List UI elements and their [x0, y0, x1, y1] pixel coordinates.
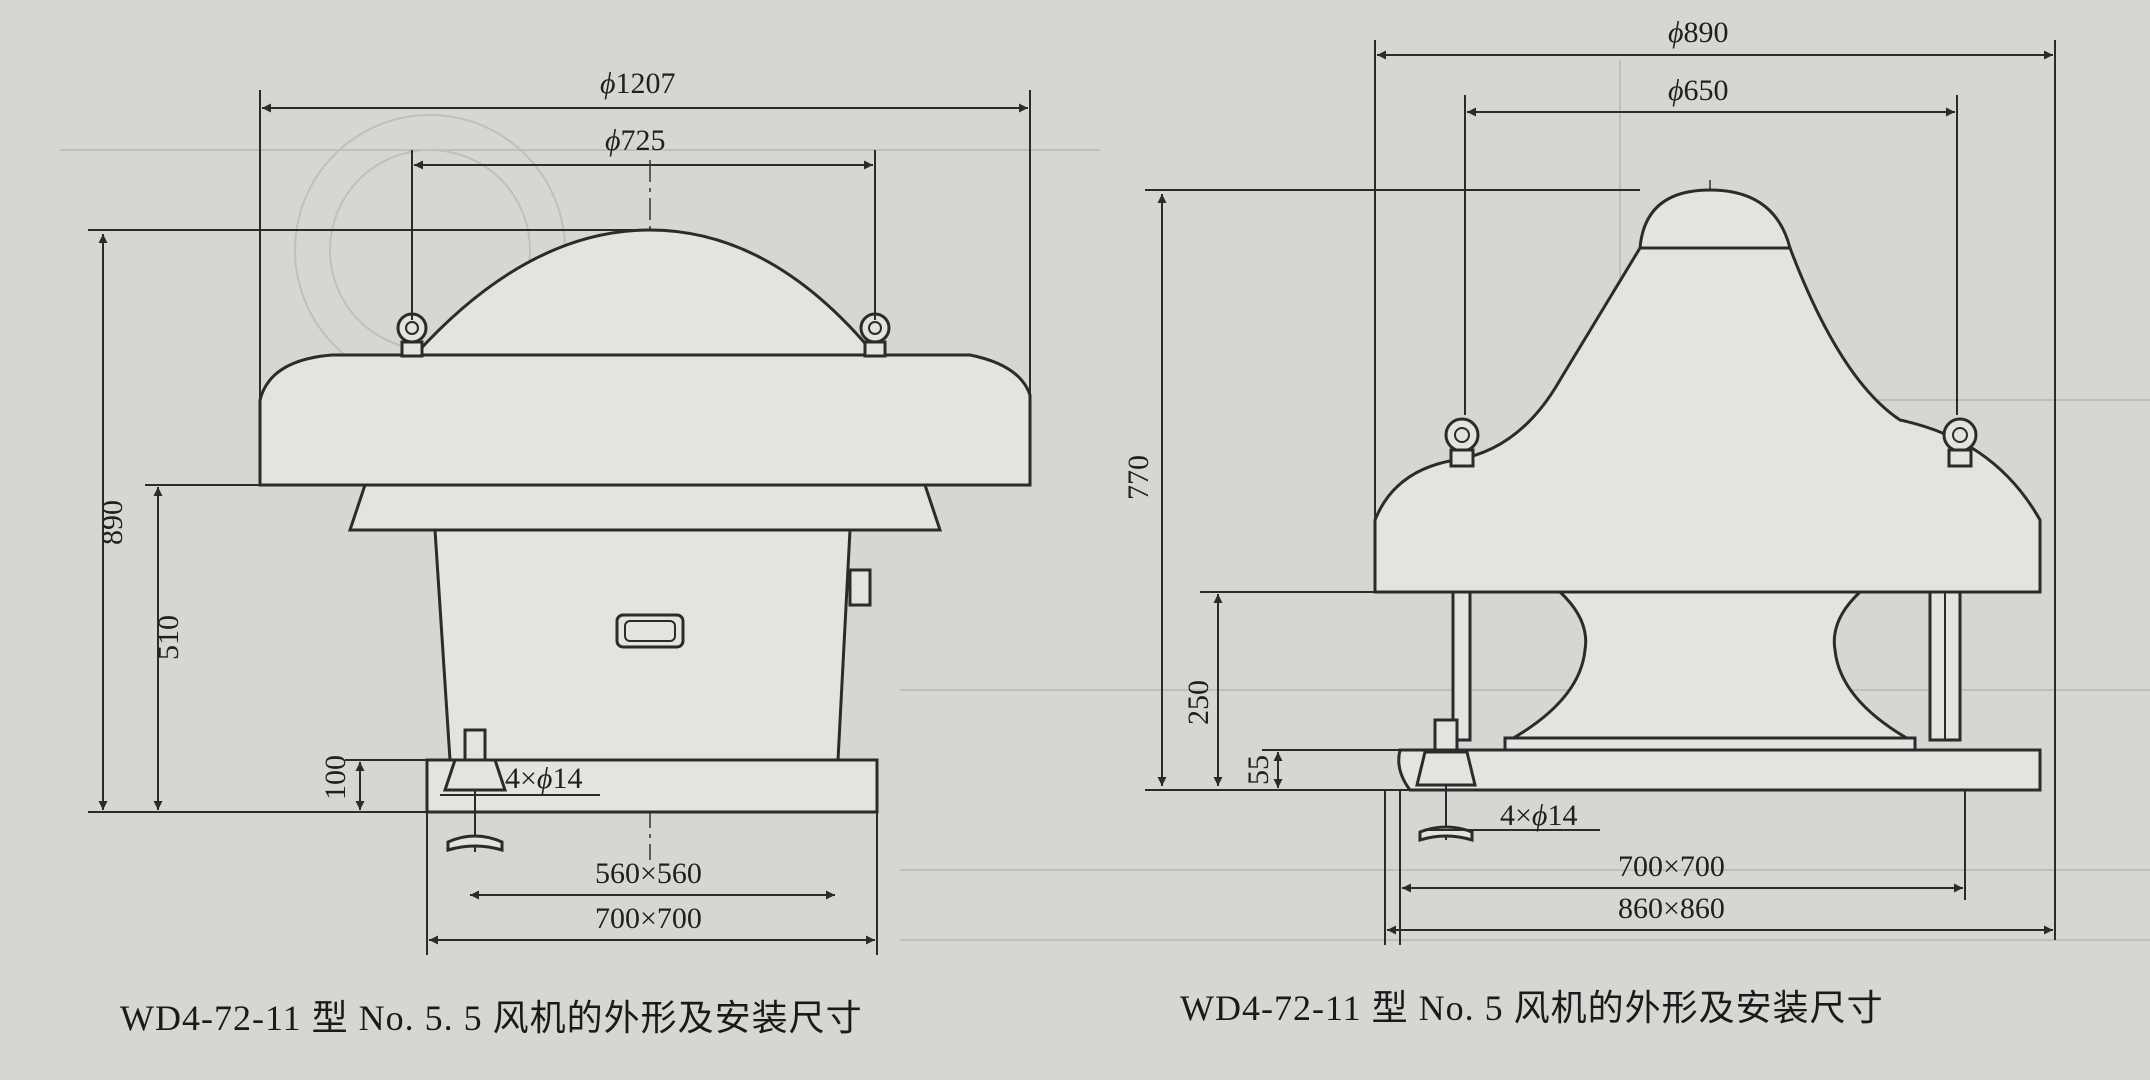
left-base-height-label: 100 [319, 755, 352, 800]
left-base-to-hood-label: 510 [152, 615, 185, 660]
left-caption: WD4-72-11 型 No. 5. 5 风机的外形及安装尺寸 [120, 998, 863, 1038]
left-hood-dome [411, 228, 879, 357]
right-mount-flange [1503, 736, 1917, 752]
phi-symbol: ϕ [537, 762, 553, 795]
svg-text:ϕ725: ϕ725 [605, 124, 666, 157]
left-collar [347, 483, 943, 532]
svg-text:ϕ1207: ϕ1207 [600, 67, 676, 100]
right-conical-hood [1373, 246, 2042, 594]
svg-text:4×ϕ14: 4×ϕ14 [1500, 799, 1577, 832]
right-caption: WD4-72-11 型 No. 5 风机的外形及安装尺寸 [1180, 988, 1884, 1028]
left-total-height-label: 890 [96, 500, 129, 545]
right-lifting-eye-2 [1942, 417, 1978, 468]
right-bolt-count-label: 4× [1500, 799, 1532, 832]
left-outer-diameter-label: 1207 [616, 67, 676, 100]
left-nameplate [615, 613, 685, 649]
left-inner-base-label: 560×560 [595, 857, 702, 890]
right-motor-body [1504, 590, 1916, 742]
right-fan-drawing: ϕ890 ϕ650 770 250 55 4×ϕ14 700×700 860×8… [1122, 16, 2056, 1028]
right-lifting-eye-1 [1444, 417, 1480, 468]
left-inner-diameter-label: 725 [621, 124, 666, 157]
svg-text:ϕ650: ϕ650 [1668, 74, 1729, 107]
phi-symbol: ϕ [1532, 799, 1548, 832]
right-support-rod-left [1451, 590, 1472, 742]
phi-symbol: ϕ [1668, 74, 1684, 107]
left-anchor-bolt [442, 728, 508, 853]
left-outer-base-label: 700×700 [595, 902, 702, 935]
right-base-height-label: 55 [1242, 755, 1275, 785]
left-lifting-eye-2 [859, 312, 891, 358]
right-motor-height-label: 250 [1182, 680, 1215, 725]
left-hood-skirt [258, 353, 1032, 487]
right-inner-base-label: 700×700 [1618, 850, 1725, 883]
right-outer-base-label: 860×860 [1618, 892, 1725, 925]
svg-text:ϕ890: ϕ890 [1668, 16, 1729, 49]
right-inner-diameter-label: 650 [1684, 74, 1729, 107]
left-bolt-dia-label: 14 [552, 762, 582, 795]
right-total-height-label: 770 [1122, 455, 1155, 500]
phi-symbol: ϕ [1668, 16, 1684, 49]
left-bolt-count-label: 4× [505, 762, 537, 795]
right-outer-diameter-label: 890 [1684, 16, 1729, 49]
left-junction-box [848, 568, 872, 607]
right-bolt-dia-label: 14 [1547, 799, 1577, 832]
svg-text:4×ϕ14: 4×ϕ14 [505, 762, 582, 795]
right-base-plate [1397, 748, 2042, 792]
left-lifting-eye-1 [396, 312, 428, 358]
phi-symbol: ϕ [600, 67, 616, 100]
right-top-cap [1638, 188, 1792, 250]
left-fan-drawing: ϕ1207 ϕ725 890 510 100 4×ϕ14 560×560 700… [88, 67, 1032, 1038]
phi-symbol: ϕ [605, 124, 621, 157]
